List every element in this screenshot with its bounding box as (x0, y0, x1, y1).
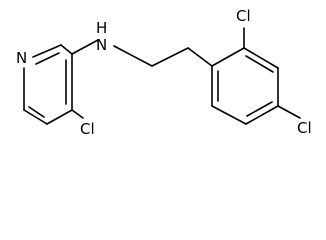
bond-a2-a3-inner (245, 55, 274, 73)
atom-label-cl-ortho: Cl (236, 7, 251, 25)
bond-a5-a6 (211, 105, 247, 125)
atom-label-amine-n: N (96, 36, 107, 54)
bond-c5-c6 (23, 109, 48, 125)
bond-n1-c2-inner (35, 52, 60, 65)
bond-c4-c5 (46, 109, 73, 125)
ethyl-linker-bonds (113, 45, 213, 67)
atom-label-cl-pyridine: Cl (80, 120, 95, 137)
bond-ch2-aryl (187, 47, 213, 67)
bond-c3-cl (71, 109, 84, 119)
phenyl-substituent-bonds (243, 27, 301, 119)
chemical-structure: N H N Cl Cl Cl (16, 7, 312, 137)
phenyl-ring-bonds (211, 47, 279, 125)
bond-a2-a3 (243, 47, 279, 69)
bond-a4-a5-inner (246, 101, 273, 117)
bond-a1-a2 (211, 47, 245, 67)
bond-c2-c3 (60, 44, 73, 55)
bond-a4-a5 (245, 105, 279, 125)
pyridine-substituent-bonds (71, 39, 99, 119)
pyridine-ring-bonds (23, 44, 73, 125)
bond-c2-nh (71, 39, 99, 55)
bond-nh-ch2 (113, 45, 153, 67)
bond-n1-c2 (32, 44, 62, 58)
atom-label-amine-nh: H N (96, 19, 107, 54)
atom-label-pyridine-n: N (16, 49, 27, 67)
bond-c5-c6-inner (28, 106, 45, 118)
atom-label-cl-para: Cl (297, 119, 312, 137)
bond-ch2-ch2 (151, 47, 189, 67)
bond-a4-cl (277, 105, 301, 119)
atom-label-amine-h: H (96, 19, 107, 37)
